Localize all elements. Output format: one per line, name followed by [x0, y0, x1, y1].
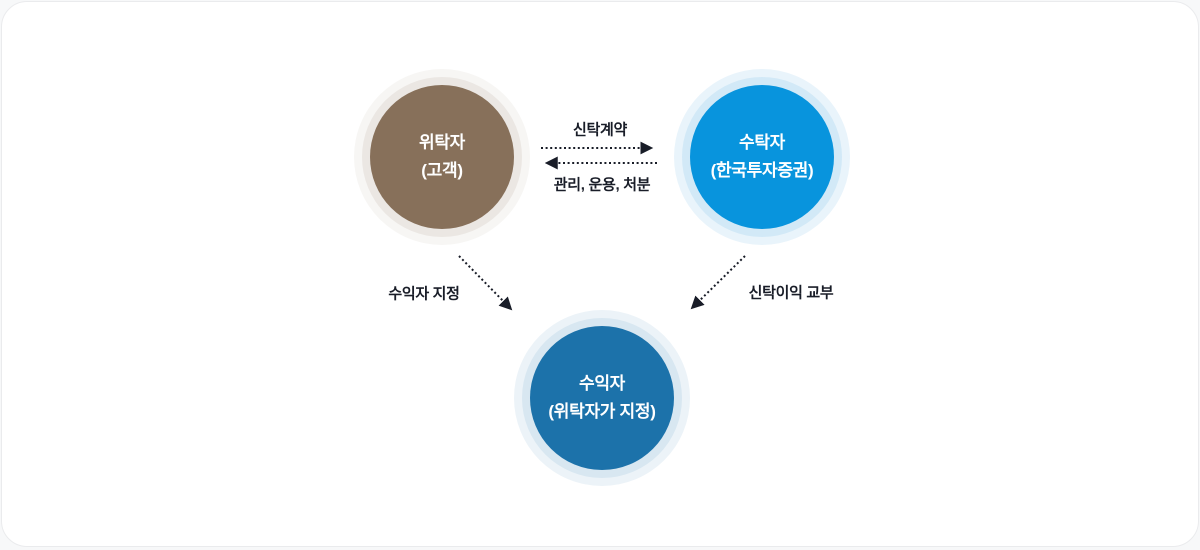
profit-edge-label: 신탁이익 교부: [748, 284, 834, 302]
node-trustee-title: 수탁자: [738, 133, 786, 152]
node-beneficiary: 수익자 (위탁자가 지정): [530, 326, 674, 470]
profit-arrow-icon: [690, 255, 746, 310]
manage-edge-label: 관리, 운용, 처분: [553, 176, 651, 194]
node-trustee-subtitle: (한국투자증권): [710, 161, 814, 180]
node-beneficiary-title: 수익자: [578, 374, 626, 393]
node-truster-subtitle: (고객): [421, 161, 463, 180]
node-trustee: 수탁자 (한국투자증권): [690, 85, 834, 229]
node-truster-title: 위탁자: [418, 133, 466, 152]
designate-edge-label: 수익자 지정: [388, 285, 460, 303]
node-truster: 위탁자 (고객): [370, 85, 514, 229]
designate-arrow-icon: [458, 255, 513, 311]
contract-edge-label: 신탁계약: [572, 121, 628, 139]
node-beneficiary-subtitle: (위탁자가 지정): [548, 402, 656, 421]
